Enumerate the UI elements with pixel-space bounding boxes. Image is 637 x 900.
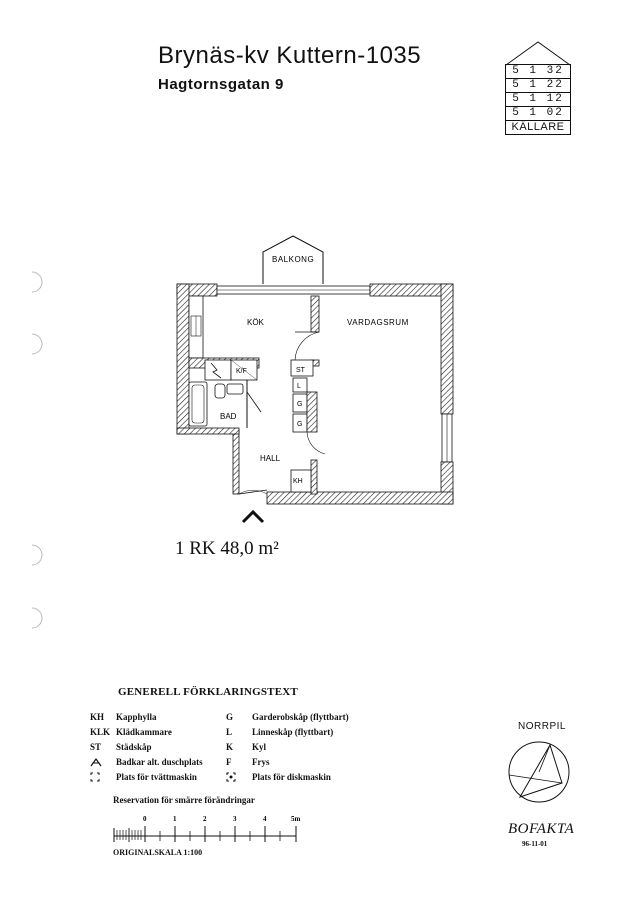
scale-tick-label: 5m [291, 815, 301, 823]
legend-item: Plats för tvättmaskin [90, 772, 230, 784]
floor-row-basement: KÄLLARE [511, 121, 565, 133]
entrance-arrow-icon [241, 509, 265, 524]
wall [369, 283, 454, 297]
fixture-label-fridge: K/F [236, 368, 247, 375]
legend-item: Badkar alt. duschplats [90, 757, 230, 769]
room-label-balcony: BALKONG [272, 255, 314, 264]
apartment-area: 1 RK 48,0 m² [175, 538, 279, 559]
floor-row: 5 1 12 [506, 93, 570, 107]
wall [310, 459, 318, 495]
fixture-label-g1: G [297, 401, 302, 408]
sink [204, 359, 232, 381]
legend-item: K Kyl [226, 742, 267, 752]
fixture-label-g2: G [297, 421, 302, 428]
bathtub [188, 381, 208, 427]
room-label-living: VARDAGSRUM [347, 318, 409, 327]
balcony-outline [262, 235, 324, 284]
legend-item: KLK Klädkammare [90, 727, 172, 737]
page-title: Brynäs-kv Kuttern-1035 [158, 42, 422, 69]
wall [310, 295, 320, 333]
fixture-label-kh: KH [293, 478, 303, 485]
legend-item: L Linneskåp (flyttbart) [226, 727, 334, 737]
floor-row: 5 1 02 [506, 107, 570, 121]
legend-item: G Garderobskåp (flyttbart) [226, 712, 349, 722]
floor-plan: BALKONG K/F BAD ST L G G [176, 235, 454, 524]
scale-tick-label: 3 [233, 815, 237, 823]
legend-item: F Frys [226, 757, 270, 767]
fixture-label-st: ST [296, 367, 306, 374]
wall [176, 283, 190, 435]
hat-shelf [290, 469, 312, 493]
bathtub-symbol-icon [90, 757, 102, 767]
punch-holes [31, 271, 43, 629]
wall [232, 429, 240, 495]
floor-row: 5 1 32 [506, 65, 570, 79]
legend-item: KH Kapphylla [90, 712, 157, 722]
floor-roof-icon [505, 41, 571, 66]
scale-tick-label: 2 [203, 815, 207, 823]
legend-item: Plats för diskmaskin [226, 772, 366, 784]
floor-row: 5 1 22 [506, 79, 570, 93]
washbasin [226, 383, 244, 395]
wall [266, 491, 454, 505]
cleaning-closet [290, 359, 314, 377]
north-arrow-compass-icon [508, 741, 570, 803]
legend-item: ST Städskåp [90, 742, 152, 752]
scale-label: ORIGINALSKALA 1:100 [113, 848, 203, 857]
scale-tick-label: 4 [263, 815, 267, 823]
north-arrow-label: NORRPIL [518, 721, 566, 732]
floor-indicator: 5 1 32 5 1 22 5 1 12 5 1 02 KÄLLARE [505, 64, 571, 135]
room-label-hall: HALL [260, 454, 281, 463]
wall [176, 427, 240, 435]
room-label-kitchen: KÖK [247, 318, 265, 327]
legend-title: GENERELL FÖRKLARINGSTEXT [118, 686, 298, 698]
scale-bar: 0 1 2 3 4 5m [113, 815, 301, 842]
washing-machine-symbol-icon [90, 772, 100, 782]
address-text: Hagtornsgatan 9 [158, 76, 284, 93]
scale-tick-label: 1 [173, 815, 177, 823]
brand-logo: BOFAKTA [508, 821, 575, 837]
reservation-note: Reservation för smärre förändringar [113, 795, 255, 805]
scale-tick-label: 0 [143, 815, 147, 823]
wall [440, 283, 454, 415]
room-label-bath: BAD [220, 412, 237, 421]
dishwasher-symbol-icon [226, 772, 236, 782]
brand-date: 96-11-01 [522, 840, 548, 848]
linen-closet [292, 377, 308, 393]
fixture-label-l: L [297, 383, 301, 390]
toilet [214, 383, 226, 399]
wall [306, 391, 318, 433]
